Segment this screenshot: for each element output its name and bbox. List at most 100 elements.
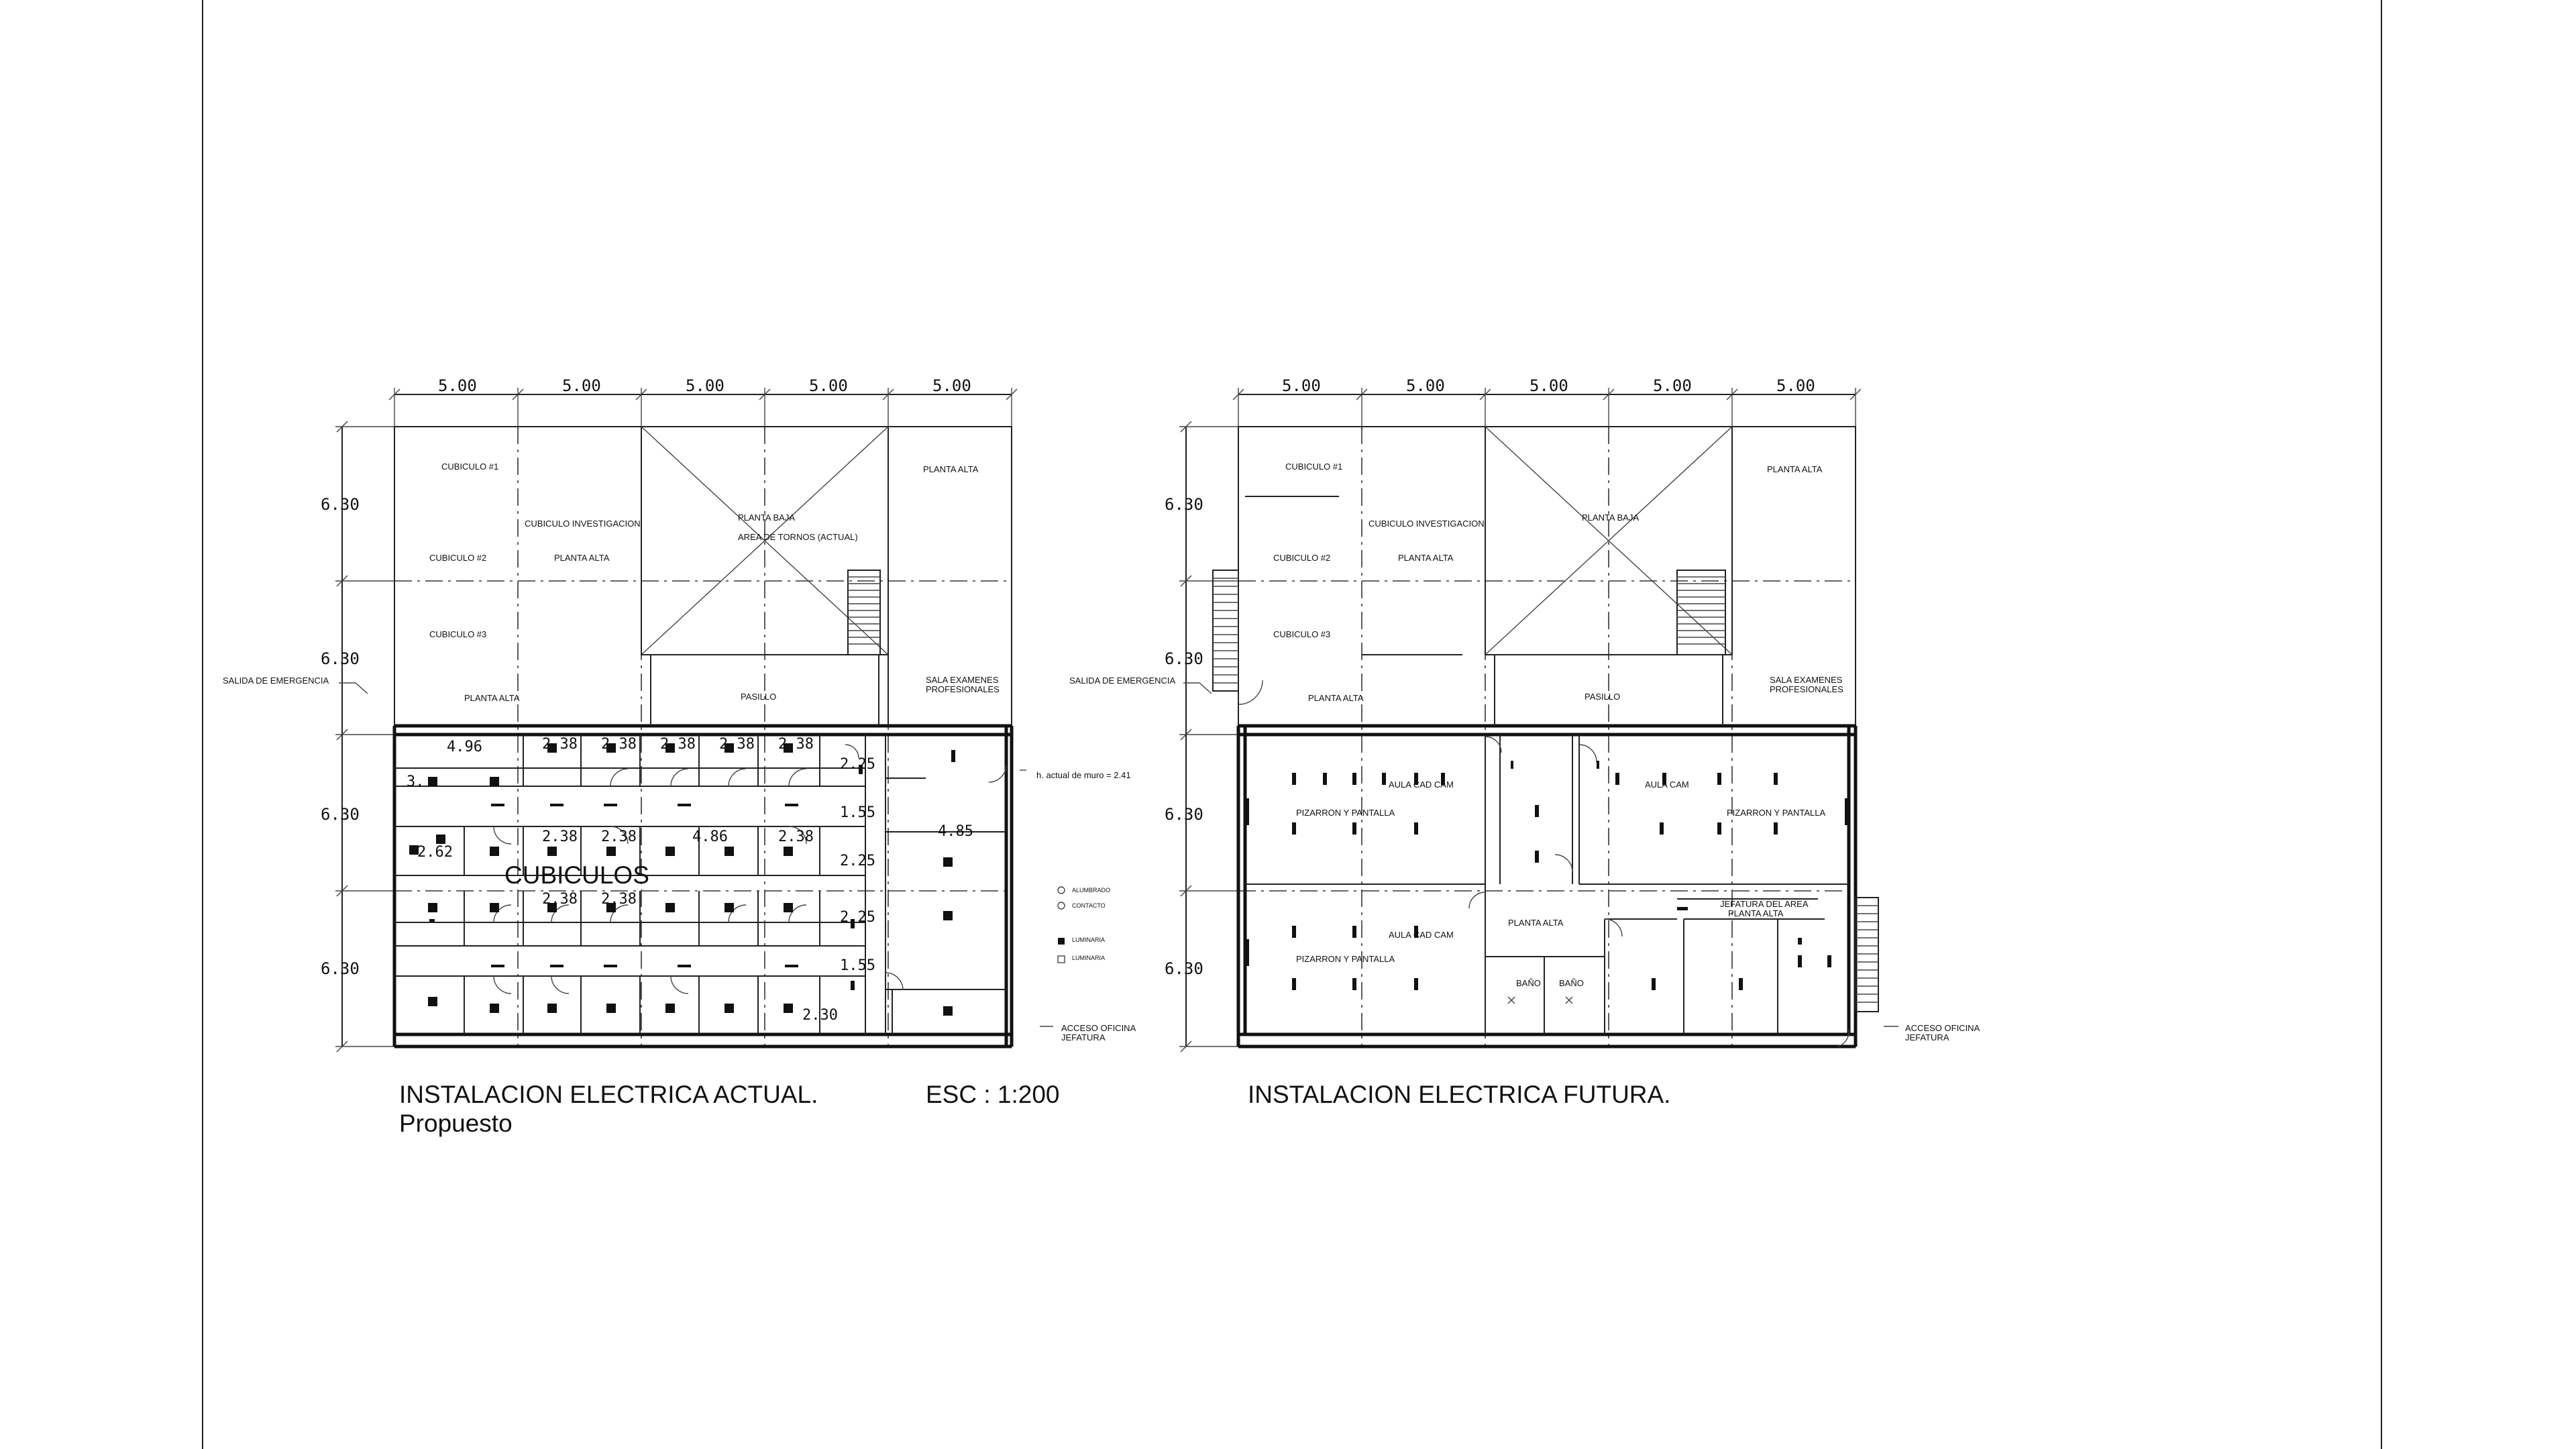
dim-2-62: 2.62 [417,844,453,861]
subtitle-propuesto: Propuesto [399,1110,513,1137]
title-futura: INSTALACION ELECTRICA FUTURA. [1248,1081,1670,1108]
label-salida-emergencia: SALIDA DE EMERGENCIA [223,676,329,686]
plan-futura: 5.00 5.00 5.00 5.00 5.00 6.30 6.30 6.30 … [1069,376,1980,1108]
wc-markers [1507,996,1573,1004]
legend-item-2: CONTACTO [1072,902,1106,909]
title-actual: INSTALACION ELECTRICA ACTUAL. [399,1081,818,1108]
room-f-pizarron-2: PIZARRON Y PANTALLA [1727,808,1825,818]
dim-2-38-d: 2.38 [719,736,755,753]
top-dim-futura-5: 5.00 [1776,376,1815,395]
top-dimension-chain: 5.00 5.00 5.00 5.00 5.00 [388,376,1018,429]
room-f-pasillo: PASILLO [1585,692,1620,702]
left-dimension-chain-futura: 6.30 6.30 6.30 6.30 [1165,421,1238,1053]
room-cubiculo-1: CUBICULO #1 [441,462,498,472]
sheet-border [202,0,2382,1449]
room-sala-examenes-2: PROFESIONALES [926,684,1000,694]
top-dim-1: 5.00 [438,376,477,395]
dim-2-38-f: 2.38 [542,828,578,845]
label-f-acceso-1: ACCESO OFICINA [1905,1023,1980,1033]
dim-2-38-i: 2.38 [542,891,578,908]
left-dim-futura-4: 6.30 [1165,959,1203,978]
room-f-aula-cad-cam-2: AULA CAD CAM [1389,930,1454,940]
top-dim-5: 5.00 [932,376,971,395]
room-pasillo: PASILLO [741,692,776,702]
left-dim-futura-3: 6.30 [1165,805,1203,824]
top-dim-4: 5.00 [809,376,848,395]
label-acceso-1: ACCESO OFICINA [1061,1023,1136,1033]
dim-2-38-c: 2.38 [660,736,696,753]
left-dim-3: 6.30 [321,805,360,824]
legend-item-4: LUMINARIA [1072,955,1105,961]
room-planta-alta-3: PLANTA ALTA [923,464,979,474]
legend-item-1: ALUMBRADO [1072,887,1110,894]
room-f-cubiculo-2: CUBICULO #2 [1273,553,1330,563]
room-f-cubiculo-investigacion: CUBICULO INVESTIGACION [1368,519,1485,529]
left-dim-futura-1: 6.30 [1165,495,1203,514]
room-f-pizarron-1: PIZARRON Y PANTALLA [1296,808,1395,818]
room-f-aula-cam: AULA CAM [1645,780,1689,790]
room-f-planta-alta-3: PLANTA ALTA [1767,464,1823,474]
room-f-bano-1: BAÑO [1516,978,1541,988]
plan-actual: 5.00 5.00 5.00 5.00 5.00 6.30 6.30 6.30 … [223,376,1136,1137]
room-f-jefatura-2: PLANTA ALTA [1728,908,1784,918]
room-f-planta-alta-2: PLANTA ALTA [1308,693,1364,703]
room-planta-alta-1: PLANTA ALTA [554,553,610,563]
room-f-sala-examenes-2: PROFESIONALES [1770,684,1843,694]
dim-2-38-g: 2.38 [601,828,637,845]
room-f-jefatura-1: JEFATURA DEL AREA [1720,899,1809,909]
top-dimension-chain-futura: 5.00 5.00 5.00 5.00 5.00 [1232,376,1862,429]
room-cubiculo-3: CUBICULO #3 [429,629,486,639]
room-f-sala-examenes-1: SALA EXAMENES [1770,675,1843,685]
dim-2-25-a: 2.25 [840,756,875,773]
legend: ALUMBRADO CONTACTO LUMINARIA LUMINARIA [1057,886,1110,963]
legend-item-3: LUMINARIA [1072,936,1105,943]
walls [339,426,1053,1049]
room-f-planta-alta-4: PLANTA ALTA [1508,918,1564,928]
dim-1-55-a: 1.55 [840,804,875,821]
left-dim-1: 6.30 [321,495,360,514]
grid-axes [394,426,1012,1047]
top-dim-2: 5.00 [562,376,601,395]
room-area-tornos: AREA DE TORNOS (ACTUAL) [738,532,858,542]
dim-2-30: 2.30 [802,1007,838,1024]
luminaires [409,743,955,1016]
room-f-planta-alta-1: PLANTA ALTA [1398,553,1454,563]
label-muro-note: h. actual de muro = 2.41 [1036,770,1131,780]
dim-2-25-b: 2.25 [840,853,875,869]
walls-futura [1183,426,1898,1049]
room-planta-baja: PLANTA BAJA [738,513,795,523]
top-dim-futura-2: 5.00 [1406,376,1445,395]
dim-2-38-j: 2.38 [601,891,637,908]
label-f-salida-emergencia: SALIDA DE EMERGENCIA [1069,676,1176,686]
room-sala-examenes-1: SALA EXAMENES [926,675,999,685]
luminaires-futura [1245,761,1849,990]
dim-2-38-b: 2.38 [601,736,637,753]
dim-2-38-e: 2.38 [778,736,814,753]
dim-2-38-a: 2.38 [542,736,578,753]
dim-1-55-b: 1.55 [840,957,875,974]
label-acceso-2: JEFATURA [1061,1032,1106,1042]
top-dim-futura-4: 5.00 [1653,376,1692,395]
dim-2-38-h: 2.38 [778,828,814,845]
room-cubiculo-2: CUBICULO #2 [429,553,486,563]
top-dim-3: 5.00 [686,376,724,395]
left-dim-2: 6.30 [321,649,360,668]
top-dim-futura-1: 5.00 [1282,376,1321,395]
dim-4-96: 4.96 [447,739,482,755]
top-dim-futura-3: 5.00 [1529,376,1568,395]
ceiling-lamps [429,804,798,967]
dim-3: 3. [407,773,425,790]
left-dimension-chain: 6.30 6.30 6.30 6.30 [321,421,394,1053]
dim-4-85: 4.85 [938,823,973,840]
room-cubiculo-investigacion: CUBICULO INVESTIGACION [525,519,641,529]
room-f-pizarron-3: PIZARRON Y PANTALLA [1296,954,1395,964]
scale-label: ESC : 1:200 [926,1081,1060,1108]
room-f-planta-baja: PLANTA BAJA [1582,513,1639,523]
room-f-cubiculo-3: CUBICULO #3 [1273,629,1330,639]
label-f-acceso-2: JEFATURA [1905,1032,1949,1042]
room-f-aula-cad-cam-1: AULA CAD CAM [1389,780,1454,790]
dim-4-86: 4.86 [692,828,728,845]
label-cubiculos: CUBICULOS [504,861,649,889]
dim-2-25-c: 2.25 [840,909,875,926]
